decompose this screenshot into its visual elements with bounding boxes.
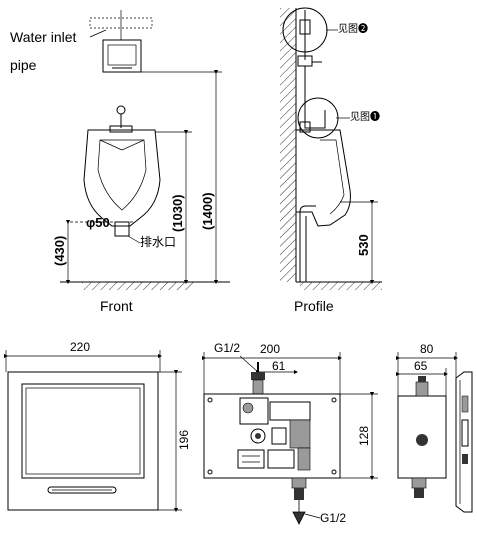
- profile-view: 见图❷ 见图❶ 530 Profile: [280, 7, 382, 314]
- see-fig-1-label: 见图❶: [350, 111, 380, 123]
- dim-80-text: 80: [420, 342, 434, 356]
- profile-caption: Profile: [294, 298, 334, 314]
- front-caption: Front: [100, 298, 133, 314]
- phi50-label: φ50: [86, 215, 110, 230]
- valve-mounting-plate: [203, 393, 341, 479]
- drain-outlet-front: [114, 221, 130, 237]
- front-floor-hatch: [82, 282, 194, 290]
- flush-valve-icon: [116, 105, 126, 115]
- side-panel: [455, 371, 473, 513]
- see-fig-2-label: 见图❷: [338, 23, 368, 35]
- side-view: 80 65: [395, 342, 473, 513]
- solenoid-valve: [239, 397, 269, 425]
- dim-128-text: 128: [357, 426, 371, 446]
- dim-65-text: 65: [414, 359, 428, 373]
- panel-sensor-slot: [47, 486, 117, 494]
- panel-window: [21, 383, 145, 479]
- water-inlet-label-line2: pipe: [10, 57, 37, 73]
- urinal-front-bowl: [97, 139, 147, 211]
- profile-floor-hatch: [300, 282, 382, 290]
- panel-outer: [7, 371, 159, 511]
- valve-knob: [250, 428, 266, 444]
- dim-430-text: (430): [52, 236, 67, 266]
- dim-220-text: 220: [70, 340, 90, 354]
- valve-body: [269, 401, 311, 421]
- dim-196-text: 196: [177, 430, 191, 450]
- dim-1030-text: (1030): [170, 194, 185, 232]
- urinal-profile-body: [295, 129, 351, 227]
- dim-1400-text: (1400): [200, 192, 215, 230]
- outlet-arrow-icon: [292, 500, 306, 525]
- urinal-front-body: [83, 129, 161, 227]
- profile-drain-pipe: [299, 212, 307, 282]
- water-inlet-label-line1: Water inlet: [10, 29, 77, 45]
- valve-assembly-view: G1/2 200 61 G1/2: [201, 341, 378, 525]
- outlet-fitting: [291, 477, 307, 489]
- panel-front-view: 220 196: [3, 340, 191, 513]
- side-connector: [416, 434, 428, 446]
- profile-wall-hatch: [280, 8, 296, 282]
- outlet-thread-label: G1/2: [320, 511, 346, 525]
- inlet-fitting: [251, 372, 265, 380]
- dim-200-text: 200: [260, 342, 280, 356]
- control-box-screen: [107, 44, 137, 66]
- inlet-thread-label: G1/2: [214, 341, 240, 355]
- front-view: Water inlet pipe φ50 排水口 (1400) (1030) (…: [10, 10, 230, 314]
- dim-530-text: 530: [356, 234, 371, 256]
- dim-61-text: 61: [272, 359, 286, 373]
- control-box: [102, 39, 142, 73]
- water-inlet-leader: [89, 29, 107, 38]
- control-module: [237, 449, 265, 469]
- drain-outlet-label: 排水口: [140, 235, 176, 249]
